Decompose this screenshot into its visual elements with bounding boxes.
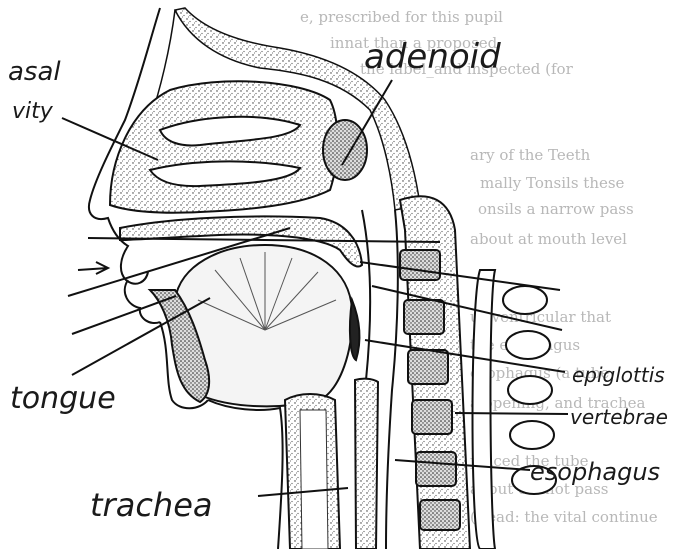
leader-arrow — [78, 262, 108, 274]
leader-unlabeled-3 — [72, 296, 176, 334]
label-trachea: trachea — [90, 486, 212, 524]
vertebral-column — [400, 196, 470, 549]
esophagus-tube — [355, 379, 378, 549]
leader-vertebrae — [455, 413, 568, 414]
bg-line: ary of the Teeth — [470, 146, 591, 164]
bg-line: e, prescribed for this pupil — [300, 8, 503, 26]
label-epiglottis: epiglottis — [572, 363, 665, 387]
label-esophagus: esophagus — [530, 458, 660, 486]
adenoid-tissue — [323, 120, 367, 180]
epiglottis-flap — [350, 300, 360, 360]
label-nasal-cavity: asal — [8, 57, 61, 87]
label-vertebrae: vertebrae — [570, 405, 668, 429]
bg-line: mally Tonsils these — [480, 174, 625, 192]
label-tongue: tongue — [10, 381, 116, 416]
label-adenoid: adenoid — [364, 37, 501, 77]
bg-line: (Read: the vital continue — [470, 508, 658, 526]
bg-line: onsils a narrow pass — [478, 200, 634, 218]
label-nasal-cavity-2: vity — [12, 99, 54, 124]
nasal-cavity — [110, 81, 338, 212]
leader-unlabeled-4 — [360, 262, 560, 290]
bg-line: about at mouth level — [470, 230, 627, 248]
trachea-lumen — [300, 410, 328, 549]
